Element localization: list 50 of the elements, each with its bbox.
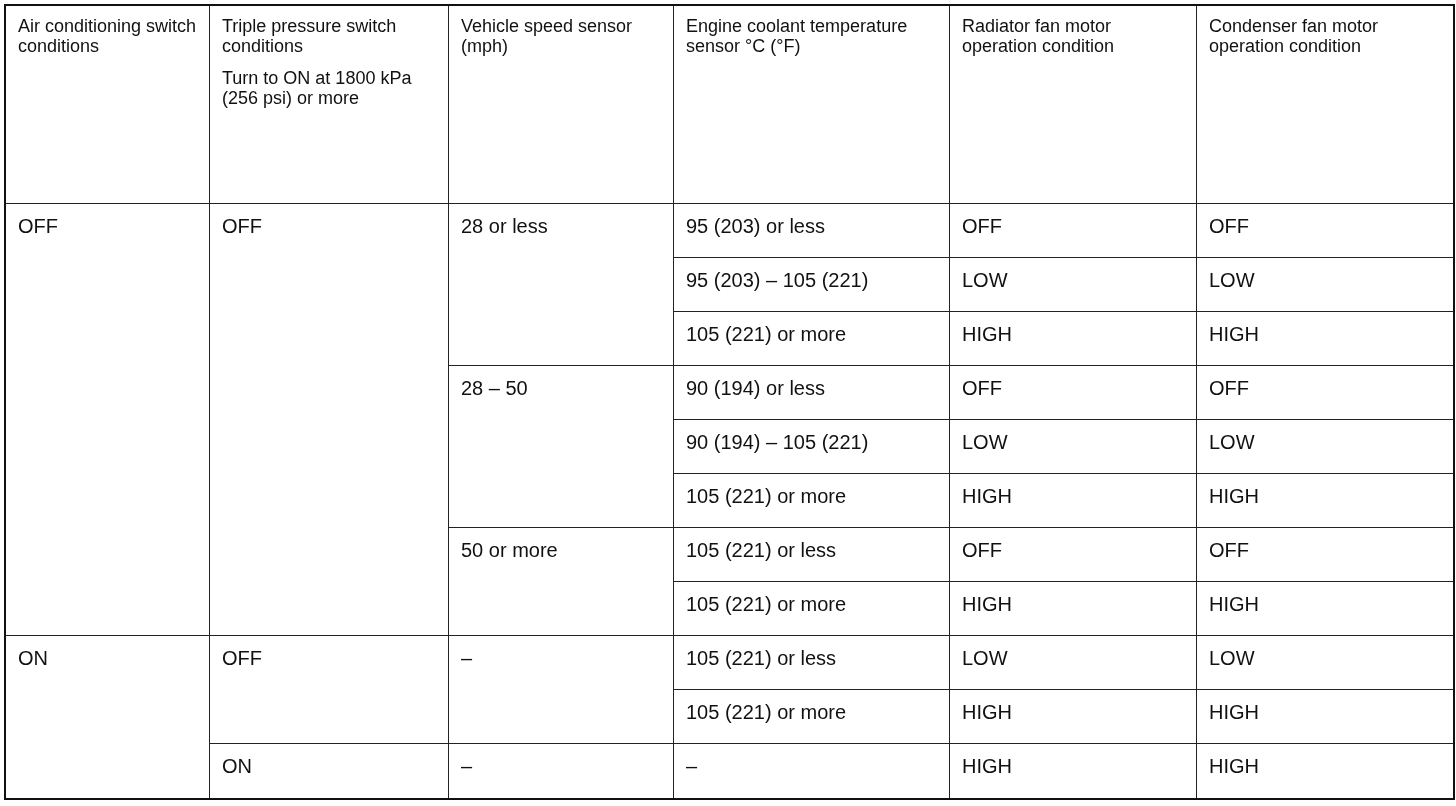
cell-value: OFF — [1209, 538, 1249, 562]
cell-value: ON — [222, 754, 252, 778]
cell-value: 28 or less — [461, 214, 548, 238]
cell-value: LOW — [1209, 430, 1255, 454]
cell-value: OFF — [1209, 376, 1249, 400]
column-header: Triple pressure switch conditions — [222, 16, 398, 56]
cell-value: 95 (203) – 105 (221) — [686, 268, 869, 292]
cell-value: OFF — [962, 376, 1002, 400]
cell-value: 90 (194) or less — [686, 376, 825, 400]
cell-value: 105 (221) or less — [686, 538, 837, 562]
cell-value: 95 (203) or less — [686, 214, 825, 238]
cell-value: HIGH — [1209, 322, 1259, 346]
cell-value: LOW — [1209, 268, 1255, 292]
cell-value: 28 – 50 — [461, 376, 528, 400]
column-header: Turn to ON at 1800 kPa (256 psi) or more — [222, 68, 413, 108]
cell-value: HIGH — [962, 322, 1012, 346]
cell-value: HIGH — [962, 700, 1012, 724]
cell-value: OFF — [1209, 214, 1249, 238]
cell-value: 105 (221) or less — [686, 646, 837, 670]
cell-value: 105 (221) or more — [686, 592, 847, 616]
column-header: Air conditioning switch conditions — [18, 16, 197, 56]
cell-value: OFF — [962, 538, 1002, 562]
cell-value: – — [461, 646, 473, 670]
cell-value: OFF — [18, 214, 58, 238]
cell-value: HIGH — [1209, 592, 1259, 616]
cell-value: HIGH — [1209, 754, 1259, 778]
cell-value: HIGH — [962, 484, 1012, 508]
cell-value: HIGH — [1209, 700, 1259, 724]
cell-value: – — [461, 754, 473, 778]
cell-value: 90 (194) – 105 (221) — [686, 430, 869, 454]
column-header: Vehicle speed sensor (mph) — [461, 16, 634, 56]
column-header: Condenser fan motor operation condition — [1209, 16, 1380, 56]
cell-value: 50 or more — [461, 538, 558, 562]
column-header: Engine coolant temperature sensor °C (°F) — [686, 16, 909, 56]
cell-value: – — [686, 754, 698, 778]
cell-value: OFF — [222, 646, 262, 670]
cell-value: 105 (221) or more — [686, 700, 847, 724]
cell-value: ON — [18, 646, 48, 670]
cell-value: HIGH — [962, 592, 1012, 616]
cell-value: LOW — [962, 430, 1008, 454]
cell-value: 105 (221) or more — [686, 322, 847, 346]
cell-value: HIGH — [1209, 484, 1259, 508]
cell-value: 105 (221) or more — [686, 484, 847, 508]
cell-value: LOW — [1209, 646, 1255, 670]
cell-value: LOW — [962, 268, 1008, 292]
cell-value: OFF — [962, 214, 1002, 238]
cell-value: OFF — [222, 214, 262, 238]
cell-value: LOW — [962, 646, 1008, 670]
column-header: Radiator fan motor operation condition — [962, 16, 1116, 56]
cell-value: HIGH — [962, 754, 1012, 778]
